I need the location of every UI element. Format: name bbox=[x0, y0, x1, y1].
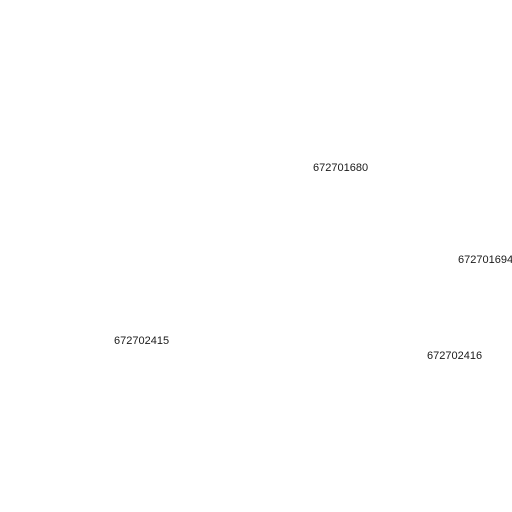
map-feature-label: 672701680 bbox=[313, 162, 369, 174]
map-feature-label: 672702415 bbox=[114, 335, 170, 347]
map-feature-label: 672701694 bbox=[458, 254, 512, 266]
map-feature-label: 672702416 bbox=[427, 350, 483, 362]
